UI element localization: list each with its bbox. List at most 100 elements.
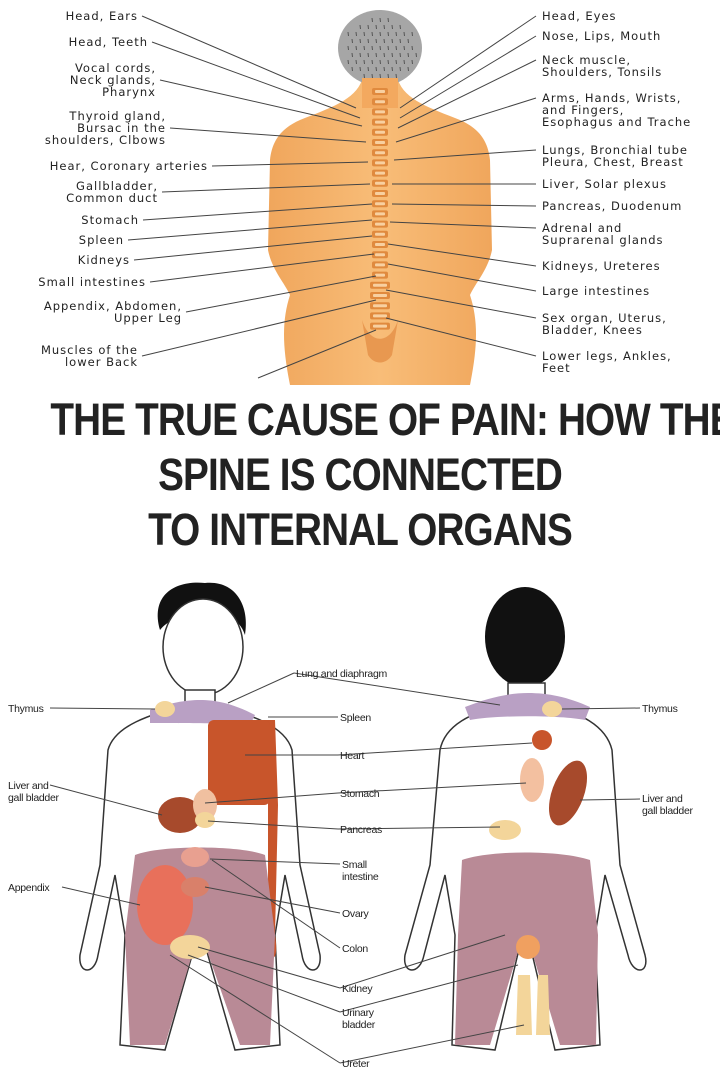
body-label-center: Kidney bbox=[342, 983, 373, 995]
hair-stroke bbox=[355, 31, 357, 37]
vertebra-highlight bbox=[375, 161, 385, 165]
back-ureter-zone bbox=[516, 975, 550, 1035]
spine-label-right: Head, Eyes bbox=[542, 9, 617, 23]
hair-stroke bbox=[411, 45, 413, 51]
spine-leader-line bbox=[141, 15, 357, 109]
spine-label-right: Lower legs, Ankles,Feet bbox=[542, 349, 672, 375]
hair-stroke bbox=[363, 73, 365, 79]
vertebra-highlight bbox=[373, 283, 387, 287]
body-leader-line bbox=[293, 672, 501, 706]
front-neck-zone bbox=[150, 700, 255, 725]
body-diagram: Lung and diaphragmSpleenHeartStomachPanc… bbox=[8, 582, 694, 1070]
spine-label-left: Head, Ears bbox=[66, 9, 138, 23]
front-bladder bbox=[170, 935, 210, 959]
hair-stroke bbox=[399, 38, 401, 44]
hair-stroke bbox=[359, 52, 361, 58]
spine-leader-line bbox=[141, 299, 377, 357]
body-label-center: Spleen bbox=[340, 712, 371, 724]
hair-stroke bbox=[355, 59, 357, 65]
hair-stroke bbox=[367, 24, 369, 30]
spine-leader-line bbox=[127, 219, 373, 241]
hair-stroke bbox=[403, 59, 405, 65]
hair-stroke bbox=[371, 17, 373, 23]
body-leader-line bbox=[227, 672, 295, 704]
spine-label-left: Small intestines bbox=[38, 275, 146, 289]
hair-texture bbox=[347, 17, 417, 79]
hair-stroke bbox=[403, 31, 405, 37]
hair-stroke bbox=[395, 59, 397, 65]
body-label-right: Thymus bbox=[642, 703, 678, 715]
spine-leader-line bbox=[169, 127, 367, 143]
hair-stroke bbox=[395, 73, 397, 79]
hair-stroke bbox=[367, 66, 369, 72]
headline: THE TRUE CAUSE OF PAIN: HOW THE SPINE IS… bbox=[50, 392, 720, 557]
front-ovary bbox=[181, 877, 209, 897]
hair-stroke bbox=[367, 52, 369, 58]
hair-stroke bbox=[371, 45, 373, 51]
spine-leader-line bbox=[393, 149, 537, 161]
front-heart-area bbox=[208, 720, 270, 805]
body-label-center: Stomach bbox=[340, 788, 380, 800]
hair-stroke bbox=[411, 31, 413, 37]
body-leader-line bbox=[204, 792, 339, 804]
spine-leader-line bbox=[399, 15, 537, 109]
body-leader-line bbox=[337, 826, 501, 830]
vertebra-highlight bbox=[373, 304, 387, 308]
body-label-center: Pancreas bbox=[340, 824, 382, 836]
spine-leader-line bbox=[151, 41, 361, 119]
hair-stroke bbox=[407, 52, 409, 58]
hair-stroke bbox=[407, 38, 409, 44]
hair-stroke bbox=[371, 59, 373, 65]
body-leader-line bbox=[169, 954, 341, 1064]
hair-stroke bbox=[399, 52, 401, 58]
hair-stroke bbox=[383, 24, 385, 30]
hair-stroke bbox=[363, 59, 365, 65]
hair-stroke bbox=[347, 45, 349, 51]
spine-leader-line bbox=[159, 79, 363, 127]
back-heart bbox=[532, 730, 552, 750]
hair-stroke bbox=[391, 38, 393, 44]
spine-label-right: Large intestines bbox=[542, 284, 650, 298]
hair-stroke bbox=[371, 31, 373, 37]
hair-stroke bbox=[367, 38, 369, 44]
hair-stroke bbox=[347, 59, 349, 65]
vertebra-highlight bbox=[375, 212, 385, 216]
spine-label-left: Hear, Coronary arteries bbox=[50, 159, 208, 173]
spine-leader-line bbox=[385, 289, 537, 319]
hair-stroke bbox=[363, 31, 365, 37]
body-label-left: Thymus bbox=[8, 703, 44, 715]
spine-label-left: Appendix, Abdomen,Upper Leg bbox=[44, 299, 182, 325]
spine-label-left: Stomach bbox=[81, 213, 139, 227]
spine-label-left: Spleen bbox=[79, 233, 124, 247]
spine-leader-line bbox=[185, 275, 377, 313]
back-pancreas bbox=[489, 820, 521, 840]
hair-stroke bbox=[375, 38, 377, 44]
spine-leader-line bbox=[149, 253, 375, 283]
back-liver bbox=[548, 760, 588, 826]
spine-label-right: Neck muscle,Shoulders, Tonsils bbox=[542, 53, 662, 79]
spine-leader-line bbox=[399, 35, 537, 119]
spine-label-right: Sex organ, Uterus,Bladder, Knees bbox=[542, 311, 667, 337]
front-stomach bbox=[193, 789, 217, 821]
hair-stroke bbox=[359, 24, 361, 30]
vertebra-highlight bbox=[375, 243, 385, 246]
body-leader-line bbox=[339, 934, 506, 989]
back-neck-zone bbox=[465, 693, 590, 720]
spine bbox=[362, 88, 398, 363]
spine-leader-line bbox=[211, 161, 369, 167]
front-figure bbox=[79, 582, 321, 1051]
body-label-center: Heart bbox=[340, 750, 365, 762]
body-leader-line bbox=[579, 798, 641, 801]
spine-leader-line bbox=[397, 59, 537, 129]
spine-leader-line bbox=[385, 317, 537, 357]
vertebra-highlight bbox=[375, 202, 385, 206]
hair-stroke bbox=[375, 66, 377, 72]
back-figure bbox=[404, 587, 647, 1051]
hair-stroke bbox=[359, 66, 361, 72]
spine-label-left: Head, Teeth bbox=[69, 35, 148, 49]
vertebra-highlight bbox=[375, 263, 385, 267]
